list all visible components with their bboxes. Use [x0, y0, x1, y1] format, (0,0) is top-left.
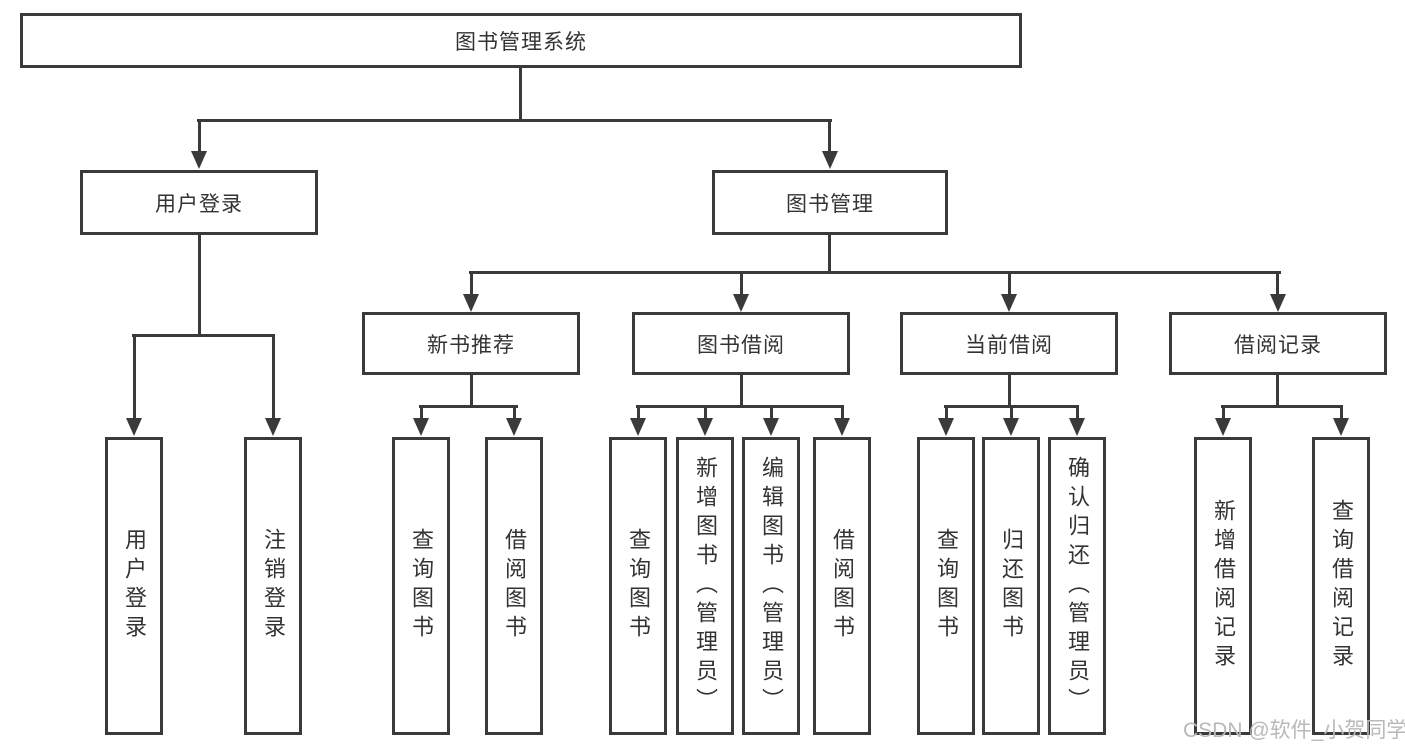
arrow-down-icon [822, 151, 838, 169]
arrow-down-icon [630, 418, 646, 436]
connector-line [133, 334, 136, 420]
connector-line [1276, 271, 1279, 296]
connector-line [419, 405, 518, 408]
leaf-query-borrow-record: 查询借阅记录 [1312, 437, 1370, 735]
arrow-down-icon [506, 418, 522, 436]
connector-line [828, 233, 831, 274]
leaf-borrow-books-borrow-label: 借阅图书 [830, 528, 855, 644]
connector-line [1221, 405, 1343, 408]
connector-line [740, 373, 743, 408]
leaf-query-books-current: 查询图书 [917, 437, 975, 735]
node-book-borrow: 图书借阅 [632, 312, 850, 375]
leaf-borrow-books-newbook-label: 借阅图书 [502, 528, 527, 644]
node-book-management: 图书管理 [712, 170, 948, 235]
leaf-logout-label: 注销登录 [261, 528, 286, 644]
node-user-login: 用户登录 [80, 170, 318, 235]
connector-line [740, 271, 743, 296]
arrow-down-icon [697, 418, 713, 436]
connector-line [1276, 373, 1279, 408]
leaf-user-login-label: 用户登录 [122, 528, 147, 644]
arrow-down-icon [413, 418, 429, 436]
node-book-management-label: 图书管理 [786, 192, 874, 216]
node-current-borrow-label: 当前借阅 [965, 333, 1053, 357]
leaf-user-login: 用户登录 [105, 437, 163, 735]
connector-line [519, 66, 522, 121]
connector-line [513, 405, 516, 420]
node-book-borrow-label: 图书借阅 [697, 333, 785, 357]
leaf-add-book-admin-label: 新增图书（管理员） [693, 455, 718, 717]
connector-line [841, 405, 844, 420]
connector-line [420, 405, 423, 420]
node-user-login-label: 用户登录 [155, 192, 243, 216]
connector-line [198, 119, 201, 152]
node-new-book-recommend: 新书推荐 [362, 312, 580, 375]
leaf-confirm-return-admin-label: 确认归还（管理员） [1065, 455, 1090, 717]
node-current-borrow: 当前借阅 [900, 312, 1118, 375]
connector-line [470, 271, 473, 296]
leaf-query-books-borrow: 查询图书 [609, 437, 667, 735]
leaf-logout: 注销登录 [244, 437, 302, 735]
node-root: 图书管理系统 [20, 13, 1022, 68]
csdn-watermark: CSDN @软件_小贺同学 [1183, 719, 1405, 742]
arrow-down-icon [1001, 294, 1017, 312]
connector-line [272, 334, 275, 420]
arrow-down-icon [1003, 418, 1019, 436]
arrow-down-icon [938, 418, 954, 436]
arrow-down-icon [1333, 418, 1349, 436]
arrow-down-icon [265, 418, 281, 436]
connector-line [828, 119, 831, 152]
connector-line [704, 405, 707, 420]
leaf-borrow-books-borrow: 借阅图书 [813, 437, 871, 735]
leaf-edit-book-admin-label: 编辑图书（管理员） [759, 455, 784, 717]
node-root-label: 图书管理系统 [455, 30, 587, 54]
connector-line [637, 405, 640, 420]
connector-line [770, 405, 773, 420]
connector-line [1010, 405, 1013, 420]
arrow-down-icon [1215, 418, 1231, 436]
leaf-return-book: 归还图书 [982, 437, 1040, 735]
arrow-down-icon [834, 418, 850, 436]
connector-line [469, 271, 1281, 274]
connector-line [1222, 405, 1225, 420]
leaf-query-books-newbook-label: 查询图书 [409, 528, 434, 644]
leaf-add-borrow-record: 新增借阅记录 [1194, 437, 1252, 735]
connector-line [945, 405, 948, 420]
leaf-add-borrow-record-label: 新增借阅记录 [1211, 499, 1236, 673]
connector-line [1076, 405, 1079, 420]
connector-line [1008, 373, 1011, 408]
connector-line [636, 405, 844, 408]
node-new-book-recommend-label: 新书推荐 [427, 333, 515, 357]
connector-line [1008, 271, 1011, 296]
node-borrow-records-label: 借阅记录 [1234, 333, 1322, 357]
arrow-down-icon [1270, 294, 1286, 312]
connector-line [470, 373, 473, 408]
arrow-down-icon [1069, 418, 1085, 436]
leaf-query-books-borrow-label: 查询图书 [626, 528, 651, 644]
node-borrow-records: 借阅记录 [1169, 312, 1387, 375]
leaf-confirm-return-admin: 确认归还（管理员） [1048, 437, 1106, 735]
leaf-query-books-newbook: 查询图书 [392, 437, 450, 735]
connector-line [1340, 405, 1343, 420]
leaf-add-book-admin: 新增图书（管理员） [676, 437, 734, 735]
connector-line [132, 334, 275, 337]
arrow-down-icon [463, 294, 479, 312]
connector-line [198, 233, 201, 337]
connector-line [197, 119, 832, 122]
arrow-down-icon [126, 418, 142, 436]
arrow-down-icon [763, 418, 779, 436]
arrow-down-icon [733, 294, 749, 312]
leaf-edit-book-admin: 编辑图书（管理员） [742, 437, 800, 735]
arrow-down-icon [191, 151, 207, 169]
leaf-query-books-current-label: 查询图书 [934, 528, 959, 644]
leaf-return-book-label: 归还图书 [999, 528, 1024, 644]
leaf-query-borrow-record-label: 查询借阅记录 [1329, 499, 1354, 673]
leaf-borrow-books-newbook: 借阅图书 [485, 437, 543, 735]
